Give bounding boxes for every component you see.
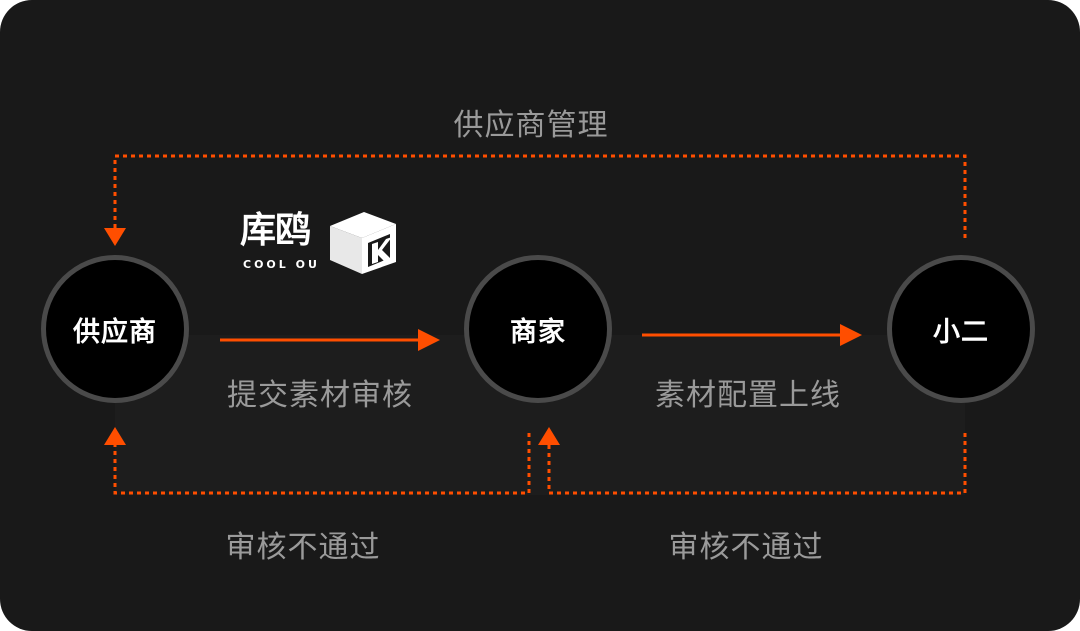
reject-right-arrowhead bbox=[538, 427, 560, 445]
config-arrowhead bbox=[840, 324, 862, 346]
logo-cube-icon bbox=[330, 212, 396, 274]
management-dotted-line bbox=[113, 154, 967, 238]
logo-chinese-text: 库鸥 bbox=[240, 210, 311, 251]
label-supplier-management: 供应商管理 bbox=[453, 108, 609, 143]
label-reject-left: 审核不通过 bbox=[225, 530, 381, 565]
submit-arrowhead bbox=[418, 329, 440, 351]
label-config-online: 素材配置上线 bbox=[655, 378, 841, 413]
logo-english-text: COOL OU bbox=[243, 258, 320, 271]
reject-left-arrowhead bbox=[104, 427, 126, 445]
node-operator: 小二 bbox=[887, 255, 1035, 403]
management-arrowhead bbox=[104, 228, 126, 246]
node-supplier-label: 供应商 bbox=[73, 316, 157, 348]
node-operator-label: 小二 bbox=[933, 316, 989, 348]
panel-left bbox=[115, 335, 530, 495]
node-merchant: 商家 bbox=[464, 255, 612, 403]
label-submit-review: 提交素材审核 bbox=[227, 378, 413, 413]
reject-left-dotted-line bbox=[113, 433, 531, 495]
reject-right-dotted-line bbox=[547, 433, 967, 495]
node-supplier: 供应商 bbox=[41, 255, 189, 403]
label-reject-right: 审核不通过 bbox=[668, 530, 824, 565]
node-merchant-label: 商家 bbox=[510, 316, 566, 348]
coolou-logo: 库鸥 COOL OU bbox=[240, 210, 405, 276]
